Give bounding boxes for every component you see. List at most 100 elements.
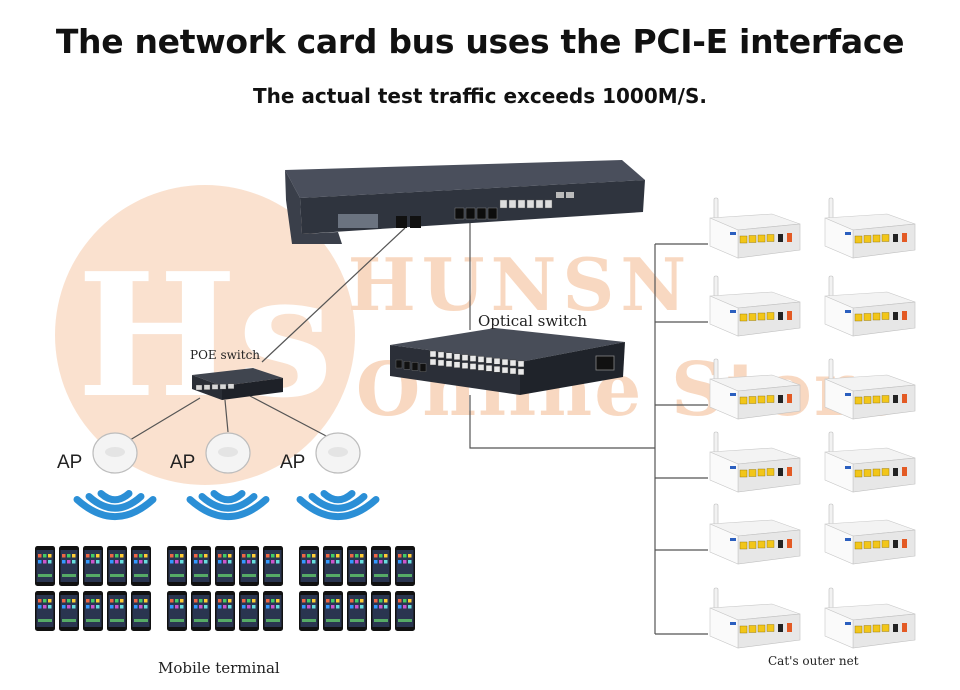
modem-port [766,395,775,403]
router-lan-port [499,199,508,209]
link-optical-bus [469,395,655,449]
modem-port [739,313,748,322]
rack-router-ear-left [285,170,342,244]
modem-port [872,234,881,243]
modem-port [854,541,863,550]
link-router-poe [261,227,406,363]
router-usb-port [556,192,564,198]
modem [824,358,916,420]
page-title: The network card bus uses the PCI-E inte… [55,22,905,61]
modem [824,503,916,565]
watermark-logo-letters: Hs [77,236,333,436]
phone [395,546,415,586]
phone [299,591,319,631]
optical-switch-front [390,345,520,395]
switch-port [501,366,509,374]
access-point: AP [280,432,380,521]
rack-router-bezel [338,214,378,228]
modem [824,587,916,649]
phone [347,546,367,586]
phone [131,591,151,631]
phone [299,546,319,586]
modem-port [863,541,872,549]
modem-port [863,469,872,477]
switch-port [477,356,485,363]
modem-port [748,469,757,477]
modem-port [757,312,766,321]
modem-port [766,312,775,320]
modem-port [766,624,775,632]
modem [824,197,916,259]
switch-port [453,361,461,368]
modem-port [863,313,872,321]
switch-sfp-port [411,362,419,371]
phone [371,591,391,631]
phone [263,591,283,631]
phone [191,546,211,586]
switch-port [509,359,517,367]
poe-switch-label: POE switch [190,348,260,362]
phone [59,591,79,631]
modem [709,197,801,259]
modem-port [872,540,881,549]
switch-port [477,364,485,371]
ap-label: AP [280,452,305,473]
router-sfp-port [487,207,498,220]
switch-port [437,351,445,359]
optical-switch [390,328,625,395]
poe-port [227,383,235,389]
modem-port [863,235,872,243]
switch-port [429,350,437,358]
ap-logo [328,447,348,457]
wifi-icon [73,490,157,521]
optical-switch-top [390,328,625,362]
phone [35,591,55,631]
link-poe-ap3 [249,395,331,439]
switch-port [485,357,493,364]
optical-switch-front-right [520,342,625,395]
phone [83,546,103,586]
switch-port [461,354,469,361]
phone [107,546,127,586]
switch-port [461,362,469,369]
wifi-icon [296,490,380,521]
switch-port [485,365,493,372]
poe-port [195,384,203,391]
modem-port [872,395,881,404]
phone [107,591,127,631]
access-point: AP [57,432,157,521]
modem-port [766,234,775,242]
router-lan-port [544,199,553,209]
router-sfp-port [396,216,407,228]
modem [824,431,916,493]
modems [709,197,916,649]
modem-port [872,468,881,477]
modem [709,503,801,565]
modem-port [872,312,881,321]
modem-port [854,396,863,405]
modem-port [872,624,881,633]
modem-port [854,313,863,322]
phone [323,591,343,631]
switch-port [517,360,525,368]
modem-port [766,540,775,548]
modem-port [854,469,863,478]
modem-port [863,396,872,404]
access-point: AP [170,432,270,521]
switch-ports [395,350,525,376]
modem-port [757,624,766,633]
modem-port [739,625,748,634]
modem [709,587,801,649]
modem [709,275,801,337]
poe-switch [192,368,283,400]
switch-port [517,368,525,376]
phone [395,591,415,631]
switch-port [445,360,453,367]
phone [347,591,367,631]
link-poe-ap2 [224,399,229,433]
modem-port [881,234,890,242]
modem-port [757,234,766,243]
switch-sfp-port [395,359,403,369]
